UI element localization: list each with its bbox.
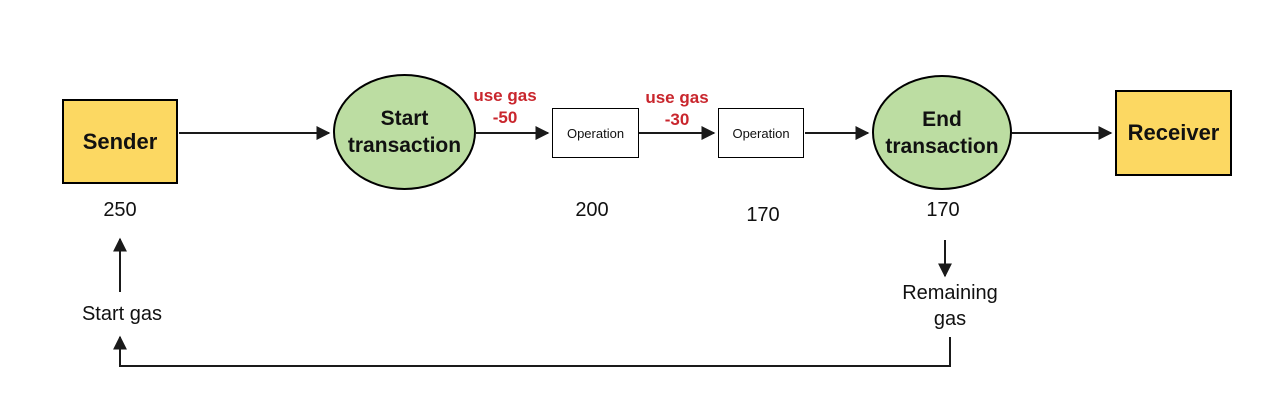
use-gas-label-2: use gas -30 (622, 87, 732, 131)
sender-node: Sender (62, 99, 178, 184)
gas-value-sender: 250 (103, 199, 137, 221)
gas-value-operation2: 170 (746, 204, 780, 226)
receiver-node: Receiver (1115, 90, 1232, 176)
start-transaction-label-line1: Start (380, 107, 429, 130)
remaining-gas-annotation: Remaining gas (880, 280, 1020, 332)
use-gas-label-2-line2: -30 (664, 110, 690, 129)
start-gas-annotation: Start gas (81, 303, 163, 325)
start-transaction-label-line2: transaction (347, 134, 462, 157)
use-gas-label-1: use gas -50 (450, 85, 560, 129)
end-transaction-label-line1: End (922, 107, 962, 131)
receiver-label: Receiver (1127, 120, 1220, 145)
sender-label: Sender (82, 128, 158, 154)
operation2-node: Operation (718, 108, 804, 158)
use-gas-label-2-line1: use gas (645, 88, 709, 107)
use-gas-label-1-line2: -50 (492, 108, 518, 127)
gas-value-operation1: 200 (575, 199, 609, 221)
use-gas-label-1-line1: use gas (473, 86, 537, 105)
gas-value-end: 170 (926, 199, 960, 221)
operation2-label: Operation (732, 125, 790, 141)
remaining-gas-line2: gas (933, 308, 967, 330)
start-transaction-node: Start transaction (333, 74, 476, 190)
operation1-label: Operation (566, 125, 625, 141)
end-transaction-label-line2: transaction (885, 134, 999, 158)
end-transaction-node: End transaction (872, 75, 1012, 190)
remaining-gas-line1: Remaining (902, 282, 998, 304)
feedback-loop-remaining-to-startgas (113, 335, 951, 367)
operation1-node: Operation (552, 108, 639, 158)
